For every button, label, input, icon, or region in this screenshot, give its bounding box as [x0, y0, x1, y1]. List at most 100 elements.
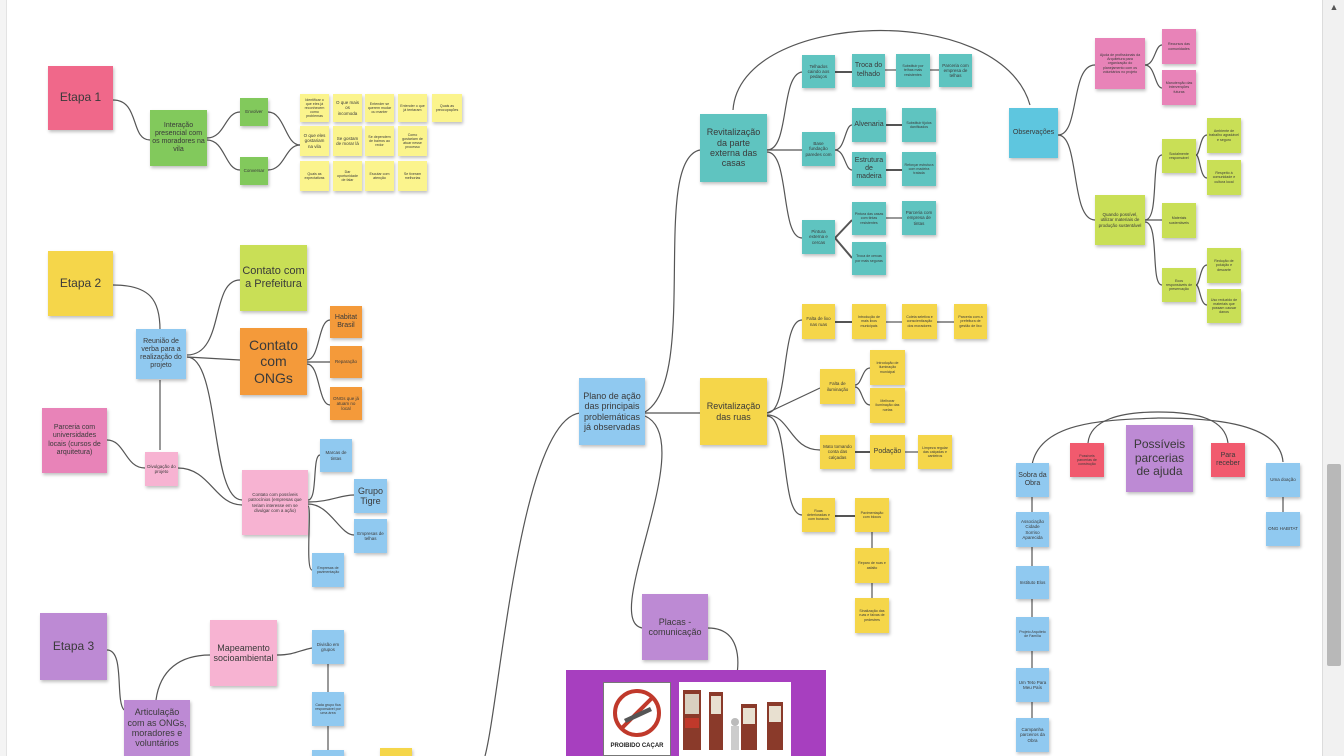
branch-envolver[interactable]: Envolver [240, 98, 268, 126]
observacao-right-note[interactable]: Respeito à comunidade e cultura local [1207, 160, 1241, 195]
iluminacao-note[interactable]: Falta de iluminação [820, 369, 855, 404]
sticky-note[interactable]: Se dependem de bairros ao redor [365, 126, 394, 156]
scroll-up-arrow-icon[interactable]: ▲ [1329, 2, 1339, 12]
empresa-note[interactable]: Marcas de tintas [320, 439, 352, 472]
patrocinio-note[interactable]: Contato com possíveis patrocínios (empre… [242, 470, 308, 535]
mapeamento-note[interactable]: Mapeamento socioambiental [210, 620, 277, 686]
empresa-note[interactable]: Grupo Tigre [354, 479, 387, 513]
buracos-item-note[interactable]: Reparo de ruas e asfalto [855, 548, 889, 583]
empresa-note[interactable]: Empresas de telhas [354, 519, 387, 553]
sign-image-placas [679, 682, 791, 756]
observacao-right-note[interactable]: Redução de poluição e descarte [1207, 248, 1241, 283]
iluminacao-item-note[interactable]: Melhorar iluminação das ruelas [870, 388, 905, 423]
observacao-pink-note[interactable]: Recursos das comunidades [1162, 29, 1196, 64]
observacao-green-note[interactable]: Ecos responsáveis de preservação [1162, 268, 1196, 302]
parceria-org-note[interactable]: Instituto Elos [1016, 566, 1049, 599]
telhados-note[interactable]: Telhados caindo aos pedaços [802, 55, 835, 88]
parcerias-note[interactable]: Possíveis parcerias de ajuda [1126, 425, 1193, 492]
estrutura-detail-note[interactable]: Reforçar estrutura com madeira tratada [902, 152, 936, 186]
iluminacao-item-note[interactable]: Introdução de iluminação municipal [870, 350, 905, 385]
lixo-note[interactable]: Falta de lixo nas ruas [802, 304, 835, 339]
buracos-item-note[interactable]: Pavimentação com blocos [855, 498, 889, 532]
alvenaria-note[interactable]: Alvenaria [852, 108, 886, 142]
sustentavel-note[interactable]: Quando possível, utilizar materiais de p… [1095, 195, 1145, 245]
ajuda-arquitetura-note[interactable]: Ajuda de profissionais da Arquitetura pa… [1095, 38, 1145, 89]
lixo-item-note[interactable]: Coleta seletiva e conscientização dos mo… [902, 304, 937, 339]
parceria-tintas-note[interactable]: Parceria com empresa de tintas [902, 201, 936, 235]
yellow-note-partial[interactable] [380, 748, 412, 756]
stage-3-label[interactable]: Etapa 3 [40, 613, 107, 680]
podacao-note[interactable]: Podação [870, 435, 905, 469]
parceria-right-list-note[interactable]: ONG HABITAT [1266, 512, 1300, 546]
alvenaria-detail-note[interactable]: Substituir tijolos danificados [902, 108, 936, 142]
revitalizacao-casas-note[interactable]: Revitalização da parte externa das casas [700, 114, 767, 182]
parceria-telhas-note[interactable]: Parceria com empresa de telhas [939, 54, 972, 87]
estrutura-note[interactable]: Estrutura de madeira [852, 152, 886, 186]
pintura-note[interactable]: Pintura externa e cercas [802, 220, 835, 254]
stage-2-label[interactable]: Etapa 2 [48, 251, 113, 316]
parceria-org-note[interactable]: Um Teto Para Meu País [1016, 668, 1049, 702]
ong-item-note[interactable]: Reparação [330, 346, 362, 378]
base-note[interactable]: Base fundação paredes com [802, 132, 835, 166]
stage1-root-note[interactable]: Interação presencial com os moradores na… [150, 110, 207, 166]
universidades-note[interactable]: Parceria com universidades locais (curso… [42, 408, 107, 473]
branch-conversar[interactable]: Conversar [240, 157, 268, 185]
observacao-green-note[interactable]: Socialmente responsável [1162, 139, 1196, 173]
revitalizacao-ruas-note[interactable]: Revitalização das ruas [700, 378, 767, 445]
scrollbar-thumb[interactable] [1327, 464, 1341, 666]
observacao-right-note[interactable]: Uso reduzido de materiais que possam cau… [1207, 289, 1241, 323]
lixo-item-note[interactable]: Introdução de mais lixos municipais [852, 304, 886, 339]
sign-caption: PROIBIDO CAÇAR [610, 743, 664, 749]
buracos-item-note[interactable]: Sinalização das ruas e faixas de pedestr… [855, 598, 889, 633]
parceria-right-list-note[interactable]: Uma doação [1266, 463, 1300, 497]
sticky-note[interactable]: Escutar com atenção [365, 161, 394, 191]
ong-item-note[interactable]: Habitat Brasil [330, 306, 362, 338]
sticky-note[interactable]: Como gostariam de atuar nesse processo [398, 126, 427, 156]
troca-detail-note[interactable]: Substituir por telhas mais resistentes [896, 54, 930, 87]
stage2-root-note[interactable]: Reunião de verba para a realização do pr… [136, 329, 186, 379]
sticky-note[interactable]: Entender se querem mudar ou manter [365, 94, 394, 122]
parceria-org-note[interactable]: Campanha parceiros da Obra [1016, 718, 1049, 752]
sticky-note[interactable]: O que mais os incomoda [333, 94, 362, 122]
contato-prefeitura-note[interactable]: Contato com a Prefeitura [240, 245, 307, 311]
observacao-pink-note[interactable]: Manutenção das intervenções futuras [1162, 70, 1196, 105]
grupos-note[interactable]: Divisão em grupos [312, 630, 344, 664]
observacao-right-note[interactable]: Ambiente de trabalho agradável e seguro [1207, 118, 1241, 153]
pintura-detail-note[interactable]: Pintura das casas com tintas resistentes [852, 202, 886, 235]
stage-1-label[interactable]: Etapa 1 [48, 66, 113, 130]
buracos-note[interactable]: Ruas deterioradas e com buracos [802, 498, 835, 532]
ong-item-note[interactable]: ONGs que já atuam no local [330, 387, 362, 420]
contato-ongs-note[interactable]: Contato com ONGs [240, 328, 307, 395]
observacoes-note[interactable]: Observações [1009, 108, 1058, 158]
grupo-detail-note[interactable]: Cada grupo fica responsável por uma área [312, 692, 344, 726]
board-edge [0, 0, 7, 756]
placas-note[interactable]: Placas - comunicação [642, 594, 708, 660]
sticky-note[interactable]: Se gostam de morar lá [333, 126, 362, 156]
grupo-note-partial[interactable] [312, 750, 344, 756]
sticky-note[interactable]: Quais as preocupações [432, 94, 462, 122]
plano-acao-note[interactable]: Plano de ação das principais problemátic… [579, 378, 645, 445]
sticky-note[interactable]: Entender o que já tentaram [398, 94, 427, 122]
lixo-item-note[interactable]: Parceria com a prefeitura de gestão de l… [954, 304, 987, 339]
divulgacao-note[interactable]: Divulgação do projeto [145, 452, 178, 486]
no-hunting-icon [613, 689, 661, 737]
sticky-note[interactable]: Identificar o que eles já reconhecem com… [300, 94, 329, 122]
cercas-detail-note[interactable]: Troca de cercas por mais seguras [852, 242, 886, 275]
sticky-note[interactable]: Se tiveram melhorias [398, 161, 427, 191]
calcadas-note[interactable]: Mato tomando conta das calçadas [820, 435, 855, 469]
observacao-green-note[interactable]: Materiais sustentáveis [1162, 203, 1196, 238]
parcerias-left-note[interactable]: Possíveis parcerias de construção [1070, 443, 1104, 477]
sticky-note[interactable]: Quais as expectativas [300, 161, 329, 191]
podacao-detail-note[interactable]: Limpeza regular das calçadas e canteiros [918, 435, 952, 469]
parcerias-right-note[interactable]: Para receber [1211, 443, 1245, 477]
parceria-org-note[interactable]: Projeto Arquiteto de Família [1016, 617, 1049, 651]
sign-image-no-hunting: PROIBIDO CAÇAR [603, 682, 671, 756]
sticky-note[interactable]: O que eles gostariam na vila [300, 126, 329, 156]
sticky-note[interactable]: Dar oportunidade de falar [333, 161, 362, 191]
parceria-org-note[interactable]: Sobra da Obra [1016, 463, 1049, 497]
troca-telhado-note[interactable]: Troca do telhado [852, 54, 885, 87]
empresa-note[interactable]: Empresas de pavimentação [312, 553, 344, 587]
articulacao-note[interactable]: Articulação com as ONGs, moradores e vol… [124, 700, 190, 756]
parceria-org-note[interactable]: Associação Cidade Sorriso Aparecida [1016, 512, 1049, 547]
